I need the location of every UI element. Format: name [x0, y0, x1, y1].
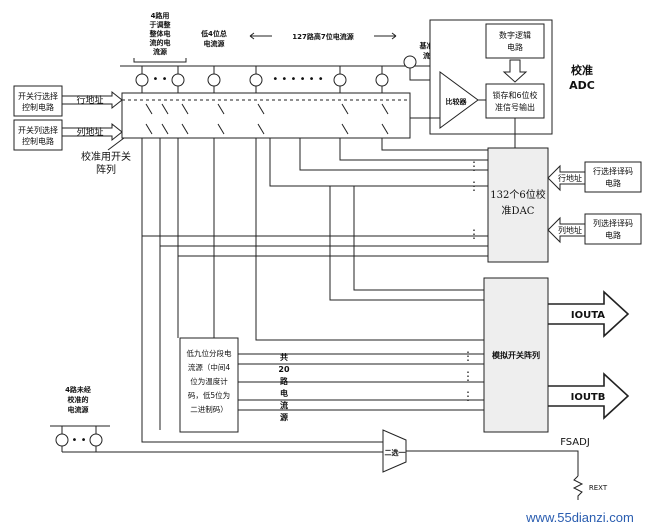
dac-row-address-arrow: 行地址	[547, 164, 585, 192]
adc-label-2: ADC	[569, 79, 595, 92]
analog-switch-array-block	[483, 277, 549, 433]
col-switch-ctrl-box	[13, 119, 63, 151]
dac-label-2: 准DAC	[502, 205, 535, 217]
four-way-label-1: 4路用	[151, 11, 170, 20]
col-decoder-box	[584, 213, 642, 245]
total-20-sources-vertical-label: 共 20 路 电 流 源	[278, 352, 290, 422]
low9-text-5: 二进制码）	[190, 404, 228, 414]
comparator-icon	[439, 71, 479, 129]
count-char-6: 源	[280, 412, 288, 422]
switch-glyphs	[145, 103, 389, 135]
col-address-arrow: 列地址	[62, 122, 123, 142]
col-decoder-text-1: 列选择译码	[593, 218, 633, 228]
top-current-sources	[120, 55, 440, 93]
count-char-1: 共	[280, 352, 288, 362]
dac-col-address-label: 列地址	[558, 225, 582, 235]
col-switch-ctrl-text-2: 控制电路	[22, 136, 54, 146]
analog-switch-dots-3: ⋮	[462, 389, 474, 403]
low9-text-1: 低九位分段电	[187, 348, 232, 358]
rext-resistor-icon	[572, 475, 584, 500]
latch-output-box	[485, 83, 545, 119]
latch-text-1: 锁存和6位校	[492, 90, 537, 100]
analog-switch-dots-2: ⋮	[462, 369, 474, 383]
current-source-icon	[375, 73, 389, 87]
mux-output-line	[406, 450, 579, 476]
latch-text-2: 准信号输出	[495, 102, 535, 112]
high127-label-group: 127路高7位电流源	[249, 32, 397, 41]
four-way-label-5: 流源	[153, 47, 167, 56]
dac-col-address-arrow: 列地址	[547, 216, 585, 244]
calibration-dac-block	[487, 147, 549, 263]
count-char-3: 路	[280, 376, 289, 386]
high127-label: 127路高7位电流源	[292, 32, 353, 41]
four-way-bracket	[133, 58, 187, 63]
analog-switch-label: 模拟开关阵列	[492, 350, 540, 360]
row-address-label: 行地址	[76, 94, 103, 106]
count-char-4: 电	[280, 388, 288, 398]
row-decoder-box	[584, 161, 642, 193]
row-switch-ctrl-text-2: 控制电路	[22, 102, 54, 112]
analog-switch-dots-1: ⋮	[462, 349, 474, 363]
ioutb-output-arrow: IOUTB	[548, 372, 630, 420]
digital-logic-box	[485, 23, 545, 59]
uncal-label-3: 电流源	[68, 405, 89, 414]
dac-label-1: 132个6位校	[490, 188, 545, 201]
dac-row-address-label: 行地址	[558, 173, 582, 183]
ellipsis-four-way: • •	[153, 74, 168, 85]
low9-segmented-source-box	[179, 337, 239, 433]
mux-2to1-icon	[382, 429, 407, 473]
digital-logic-text-2: 电路	[507, 42, 523, 52]
low4-label-2: 电流源	[204, 39, 225, 48]
switch-array-label-1: 校准用开关	[81, 150, 131, 163]
count-char-5: 流	[280, 400, 288, 410]
row-switch-ctrl-text-1: 开关行选择	[18, 91, 58, 101]
iouta-label: IOUTA	[571, 310, 605, 321]
four-way-label-3: 整体电	[149, 29, 171, 38]
uncalibrated-sources	[50, 425, 383, 453]
col-decoder-text-2: 电路	[605, 230, 621, 240]
digital-logic-text-1: 数字逻辑	[499, 30, 531, 40]
switch-array-label-pointer	[107, 137, 125, 151]
fsadj-label: FSADJ	[560, 437, 590, 448]
uncal-label-2: 校准的	[68, 395, 89, 404]
current-source-icon	[249, 73, 263, 87]
col-address-label: 列地址	[76, 126, 103, 138]
low9-text-4: 码，低5位为	[188, 390, 230, 400]
current-source-icon	[207, 73, 221, 87]
col-switch-ctrl-text-1: 开关列选择	[18, 125, 58, 135]
mux-label: 二选一	[385, 448, 406, 457]
current-source-icon	[89, 433, 103, 447]
low9-text-3: 位为温度计	[190, 376, 228, 386]
count-char-2: 20	[278, 365, 290, 374]
comparator-label: 比较器	[446, 97, 468, 106]
uncal-label-1: 4路未经	[65, 385, 91, 394]
dac-dots-1: ⋮	[468, 159, 480, 173]
iouta-output-arrow: IOUTA	[548, 290, 630, 338]
ioutb-label: IOUTB	[571, 392, 606, 403]
uncal-ellipsis: • •	[72, 435, 87, 446]
low4-label-1: 低4位总	[200, 29, 227, 38]
adc-internal-arrow	[502, 59, 528, 83]
bus-wiring	[141, 118, 488, 430]
row-address-arrow: 行地址	[62, 90, 123, 110]
mux-input-a	[141, 430, 383, 443]
adc-label-1: 校准	[571, 63, 593, 77]
rext-label: REXT	[589, 484, 608, 492]
ellipsis-high127: • • • • • •	[272, 74, 323, 85]
row-decoder-text-2: 电路	[605, 178, 621, 188]
four-way-label-2: 于调整	[150, 20, 171, 29]
current-source-icon	[333, 73, 347, 87]
row-decoder-text-1: 行选择译码	[593, 166, 633, 176]
reference-current-source-icon	[403, 55, 417, 69]
watermark: www.55dianzi.com	[525, 510, 634, 525]
four-way-label-4: 流的电	[150, 38, 171, 47]
dac-dots-3: ⋮	[468, 227, 480, 241]
switch-array-label-2: 阵列	[96, 163, 116, 176]
row-switch-ctrl-box	[13, 85, 63, 117]
low9-text-2: 流源（中间4	[188, 362, 230, 372]
current-source-icon	[135, 73, 149, 87]
current-source-icon	[55, 433, 69, 447]
current-source-icon	[171, 73, 185, 87]
